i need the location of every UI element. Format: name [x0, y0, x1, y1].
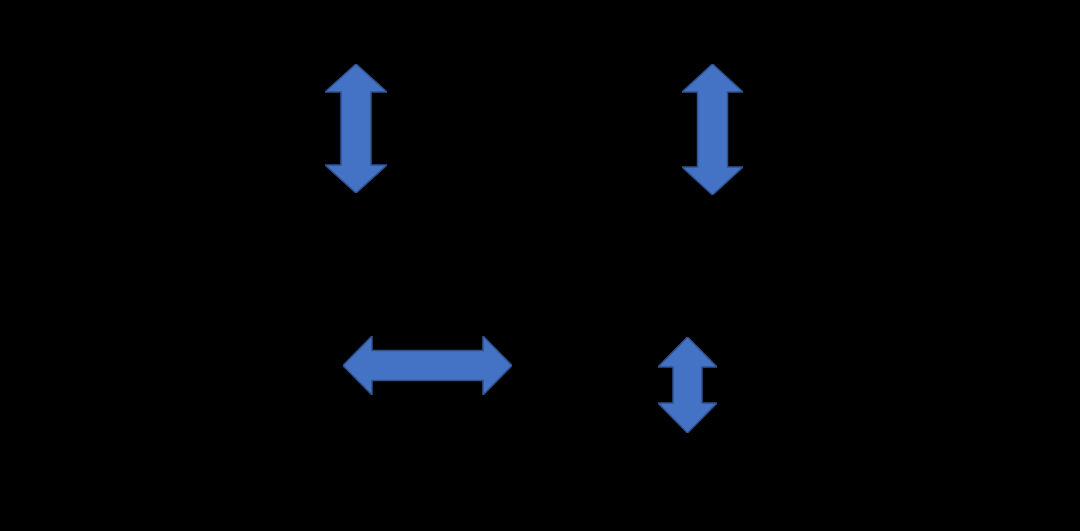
vertical-double-arrow-top-right-icon [682, 64, 743, 195]
vertical-double-arrow-top-left-icon [325, 64, 387, 193]
vertical-double-arrow-small-bottom-right-icon [658, 337, 717, 433]
horizontal-double-arrow-bottom-left-icon [343, 336, 512, 395]
